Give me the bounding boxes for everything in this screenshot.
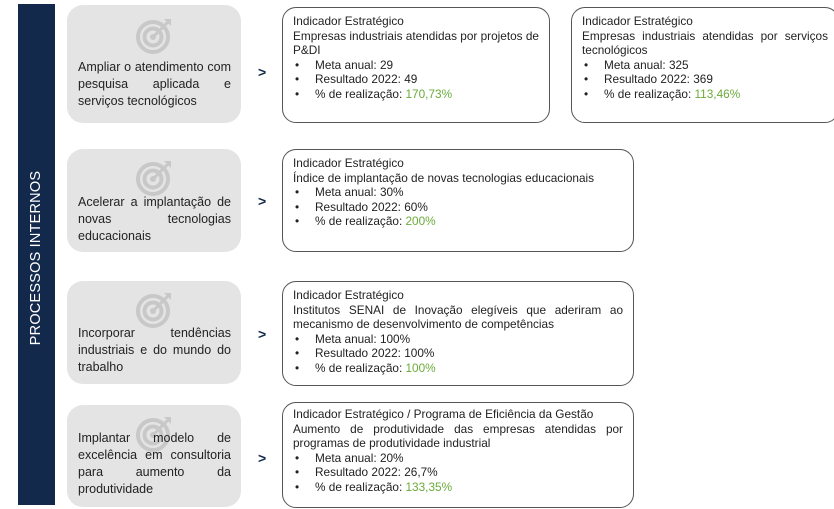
- pct-item: % de realização: 200%: [293, 214, 623, 229]
- indicator-description: Índice de implantação de novas tecnologi…: [293, 170, 595, 185]
- objective-card: Acelerar a implantação de novas tecnolog…: [67, 149, 241, 252]
- target-icon: [136, 161, 171, 196]
- target-icon: [136, 417, 171, 452]
- meta-item: Meta anual: 20%: [293, 451, 623, 466]
- objective-text: Acelerar a implantação de novas tecnolog…: [78, 195, 231, 243]
- meta-item: Meta anual: 325: [582, 58, 828, 73]
- result-item: Resultado 2022: 49: [293, 72, 539, 87]
- result-item: Resultado 2022: 100%: [293, 346, 623, 361]
- indicator-title: Indicador Estratégico: [293, 288, 404, 302]
- indicator-card: Indicador Estratégico / Programa de Efic…: [282, 402, 634, 508]
- pct-item: % de realização: 113,46%: [582, 87, 828, 102]
- indicator-description: Empresas industriais atendidas por servi…: [582, 28, 828, 58]
- objective-text: Ampliar o atendimento com pesquisa aplic…: [78, 60, 231, 108]
- indicator-description: Aumento de produtividade das empresas at…: [293, 421, 623, 451]
- sidebar-label: PROCESSOS INTERNOS: [28, 170, 44, 346]
- indicator-card: Indicador Estratégico Empresas industria…: [282, 7, 550, 123]
- result-item: Resultado 2022: 26,7%: [293, 465, 623, 480]
- meta-item: Meta anual: 29: [293, 58, 539, 73]
- arrow-icon: >: [258, 193, 267, 209]
- indicator-title: Indicador Estratégico: [582, 14, 693, 28]
- indicator-title: Indicador Estratégico: [293, 14, 404, 28]
- arrow-icon: >: [258, 326, 267, 342]
- indicator-card: Indicador Estratégico Empresas industria…: [571, 7, 834, 123]
- objective-card: Implantar modelo de excelência em consul…: [67, 405, 241, 507]
- result-item: Resultado 2022: 369: [582, 72, 828, 87]
- pct-item: % de realização: 100%: [293, 361, 623, 376]
- objective-text: Implantar modelo de excelência em consul…: [78, 431, 231, 496]
- objective-text: Incorporar tendências industriais e do m…: [78, 326, 231, 374]
- meta-item: Meta anual: 100%: [293, 332, 623, 347]
- indicator-title: Indicador Estratégico: [293, 156, 404, 170]
- pct-item: % de realização: 133,35%: [293, 480, 623, 495]
- arrow-icon: >: [258, 450, 267, 466]
- result-item: Resultado 2022: 60%: [293, 200, 623, 215]
- indicator-card: Indicador Estratégico Índice de implanta…: [282, 149, 634, 252]
- indicator-description: Empresas industriais atendidas por proje…: [293, 28, 539, 58]
- arrow-icon: >: [258, 64, 267, 80]
- meta-item: Meta anual: 30%: [293, 185, 623, 200]
- target-icon: [136, 19, 171, 54]
- objective-card: Incorporar tendências industriais e do m…: [67, 281, 241, 384]
- sidebar-band: [18, 4, 55, 505]
- target-icon: [136, 293, 171, 328]
- indicator-title: Indicador Estratégico / Programa de Efic…: [293, 407, 594, 421]
- objective-card: Ampliar o atendimento com pesquisa aplic…: [67, 5, 241, 123]
- indicator-description: Institutos SENAI de Inovação elegíveis q…: [293, 302, 623, 332]
- indicator-card: Indicador Estratégico Institutos SENAI d…: [282, 281, 634, 386]
- pct-item: % de realização: 170,73%: [293, 87, 539, 102]
